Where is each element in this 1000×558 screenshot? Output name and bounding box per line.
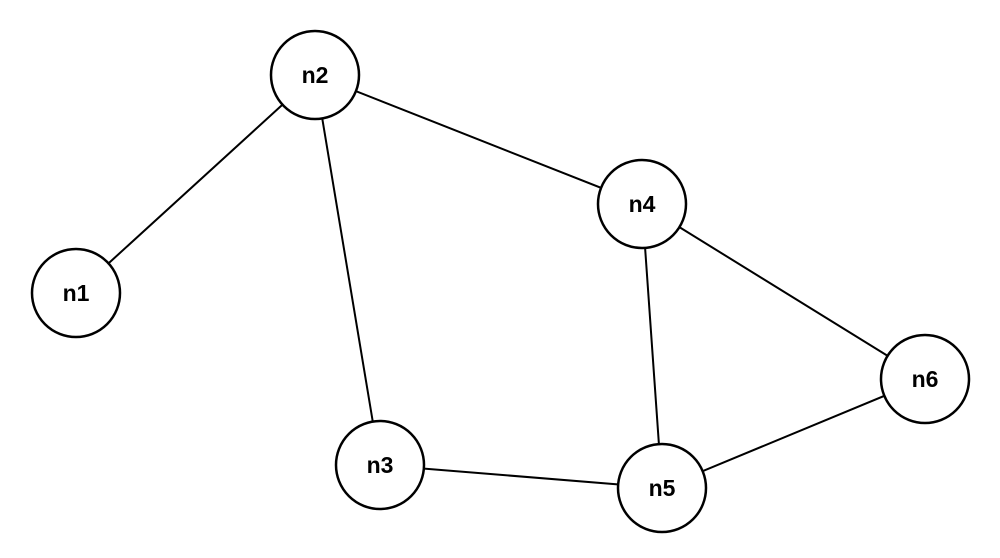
node-circle-n2[interactable] bbox=[269, 29, 361, 121]
edge-n5-n6 bbox=[661, 378, 926, 489]
edge-n4-n6 bbox=[641, 203, 926, 380]
node-label-n3: n3 bbox=[367, 452, 394, 478]
node-n6[interactable]: n6 bbox=[879, 333, 971, 425]
node-label-n1: n1 bbox=[63, 280, 90, 306]
node-circle-n6[interactable] bbox=[879, 333, 971, 425]
node-n1[interactable]: n1 bbox=[30, 247, 122, 339]
edges-layer bbox=[75, 74, 926, 489]
nodes-layer: n1 n2 n3 n4 n5 n6 bbox=[30, 29, 971, 534]
edge-n2-n4 bbox=[314, 74, 643, 205]
node-label-n4: n4 bbox=[629, 191, 656, 217]
edge-n1-n2 bbox=[75, 74, 316, 294]
node-n4[interactable]: n4 bbox=[596, 158, 688, 250]
node-n5[interactable]: n5 bbox=[616, 442, 708, 534]
node-n3[interactable]: n3 bbox=[334, 419, 426, 511]
node-label-n5: n5 bbox=[649, 475, 676, 501]
edge-n3-n5 bbox=[379, 464, 663, 489]
node-label-n2: n2 bbox=[302, 62, 329, 88]
edge-n2-n3 bbox=[314, 74, 381, 466]
node-circle-n3[interactable] bbox=[334, 419, 426, 511]
node-n2[interactable]: n2 bbox=[269, 29, 361, 121]
edge-n4-n5 bbox=[641, 203, 663, 489]
node-label-n6: n6 bbox=[912, 366, 939, 392]
node-circle-n4[interactable] bbox=[596, 158, 688, 250]
node-circle-n1[interactable] bbox=[30, 247, 122, 339]
node-circle-n5[interactable] bbox=[616, 442, 708, 534]
